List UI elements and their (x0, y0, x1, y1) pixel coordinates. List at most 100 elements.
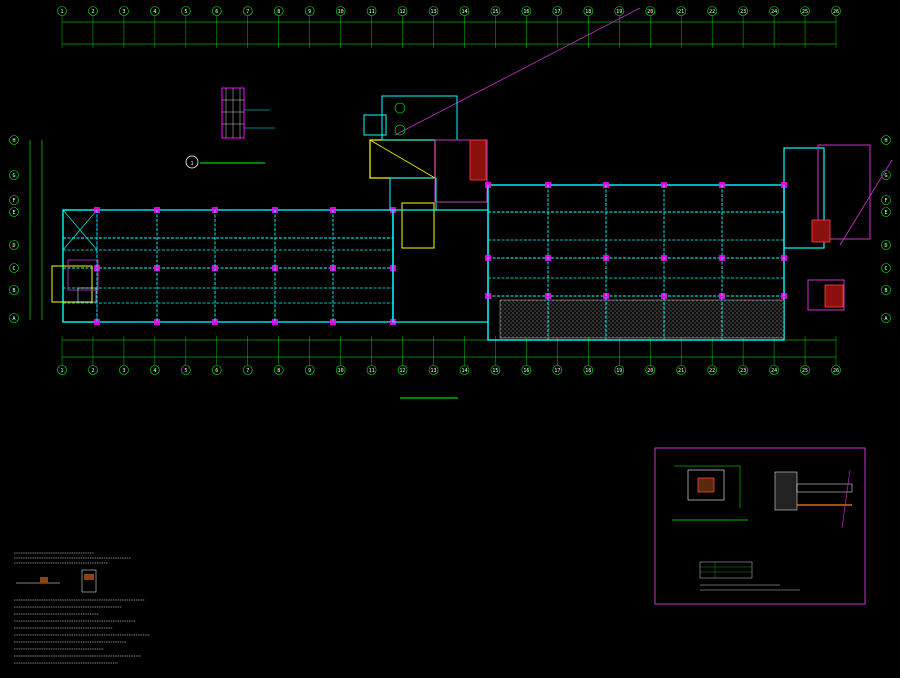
bottom-axis-bubble-label: 17 (554, 368, 560, 374)
top-axis-bubble (769, 6, 779, 16)
general-notes (14, 552, 150, 664)
top-axis-bubble-label: 17 (554, 9, 560, 15)
bottom-axis-bubble-label: 24 (771, 368, 777, 374)
top-axis-bubble-label: 12 (400, 9, 406, 15)
bottom-axis-bubble (800, 365, 810, 375)
left-axis-bubble-label: B (12, 288, 15, 294)
column-marker (94, 319, 100, 325)
top-axis-bubble (119, 6, 129, 16)
top-axis-bubble-label: 7 (246, 9, 249, 15)
column-marker (272, 319, 278, 325)
top-axis-bubble-label: 24 (771, 9, 777, 15)
bottom-axis-bubble (738, 365, 748, 375)
bottom-axis-bubble (304, 365, 315, 375)
bottom-axis-bubble (614, 365, 625, 375)
bottom-axis-bubble-label: 15 (492, 368, 498, 374)
left-axis-bubble (9, 195, 19, 205)
left-axis-bubble-label: E (12, 210, 15, 216)
top-axis-bubble (150, 6, 160, 16)
vertical-gridlines (61, 16, 837, 365)
leader-line-right (839, 159, 893, 246)
bottom-axis-bubble-label: 12 (400, 368, 406, 374)
bottom-axis-bubble (552, 365, 563, 375)
bottom-axis-bubble-label: 2 (91, 368, 94, 374)
left-axis-bubble-label: F (12, 198, 15, 204)
leader-line (394, 7, 641, 136)
column-marker (154, 265, 160, 271)
right-axis-bubble (881, 285, 891, 295)
bottom-axis-bubble (645, 365, 656, 375)
top-axis-bubble (335, 6, 346, 16)
top-axis-bubble-label: 13 (431, 9, 437, 15)
left-axis-bubble-label: H (12, 138, 15, 144)
top-axis-bubble-label: 18 (585, 9, 591, 15)
column-marker (330, 319, 336, 325)
bottom-axis-bubble (119, 365, 129, 375)
top-axis-bubble (645, 6, 656, 16)
top-axis-bubble (738, 6, 748, 16)
column-section-detail: 1 (185, 87, 275, 169)
bottom-axis-bubble-label: 19 (616, 368, 622, 374)
top-axis-bubble (583, 6, 594, 16)
top-axis-bubble (212, 6, 222, 16)
column-marker (212, 319, 218, 325)
top-axis-bubble-label: 20 (647, 9, 653, 15)
bottom-axis-bubble (181, 365, 191, 375)
bottom-axis-bubble-label: 25 (802, 368, 808, 374)
section-marker-circle (185, 155, 199, 169)
top-axis-bubble (831, 6, 841, 16)
bottom-axis-bubble-label: 3 (122, 368, 125, 374)
column-marker (94, 265, 100, 271)
top-axis-bubble (552, 6, 563, 16)
top-axis-bubble-label: 14 (461, 9, 467, 15)
right-axis-bubble (881, 135, 891, 145)
bottom-axis-bubble-label: 8 (277, 368, 280, 374)
bottom-axis-bubble-label: 9 (308, 368, 311, 374)
top-axis-bubble-label: 4 (153, 9, 156, 15)
bottom-axis-bubble-label: 11 (369, 368, 375, 374)
right-axis-bubble (881, 207, 891, 217)
bottom-axis-bubble-label: 21 (678, 368, 684, 374)
left-axis-bubble (9, 263, 19, 273)
bottom-axis-bubble-label: 26 (833, 368, 839, 374)
bottom-axis-bubble (57, 365, 67, 375)
right-axis-bubble (881, 313, 891, 323)
right-axis-bubble (881, 240, 891, 250)
top-axis-bubble-label: 26 (833, 9, 839, 15)
top-axis-bubble-label: 22 (709, 9, 715, 15)
bottom-axis-bubble (583, 365, 594, 375)
column-marker (212, 265, 218, 271)
top-axis-bubble-label: 1 (60, 9, 63, 15)
bottom-axis-bubble (335, 365, 346, 375)
right-axis-bubble-label: H (884, 138, 887, 144)
bottom-axis-bubble-label: 7 (246, 368, 249, 374)
column-marker (154, 319, 160, 325)
top-axis-bubble (273, 6, 284, 16)
top-axis-bubble (88, 6, 98, 16)
bottom-axis-bubble-label: 6 (215, 368, 218, 374)
right-wing-column-grid (485, 182, 787, 340)
left-axis-bubble-label: D (12, 243, 15, 249)
top-axis-bubble-label: 2 (91, 9, 94, 15)
top-axis-bubble (490, 6, 501, 16)
top-axis-bubble (614, 6, 625, 16)
top-axis-bubble-label: 6 (215, 9, 218, 15)
bottom-axis-bubble-label: 16 (523, 368, 529, 374)
bottom-axis-bubble (769, 365, 779, 375)
top-axis-bubble (397, 6, 408, 16)
top-axis-bubble-label: 15 (492, 9, 498, 15)
top-axis-bubble-label: 8 (277, 9, 280, 15)
left-axis-bubble (9, 313, 19, 323)
left-axis-bubble-label: A (12, 316, 15, 322)
top-axis-bubble-label: 23 (740, 9, 746, 15)
bottom-axis-bubble-label: 20 (647, 368, 653, 374)
top-axis-bubble (707, 6, 717, 16)
top-axis-bubble (676, 6, 687, 16)
top-axis-bubble (521, 6, 532, 16)
bottom-axis-bubble-label: 1 (60, 368, 63, 374)
bottom-axis-bubble (707, 365, 717, 375)
left-axis-bubble (9, 207, 19, 217)
